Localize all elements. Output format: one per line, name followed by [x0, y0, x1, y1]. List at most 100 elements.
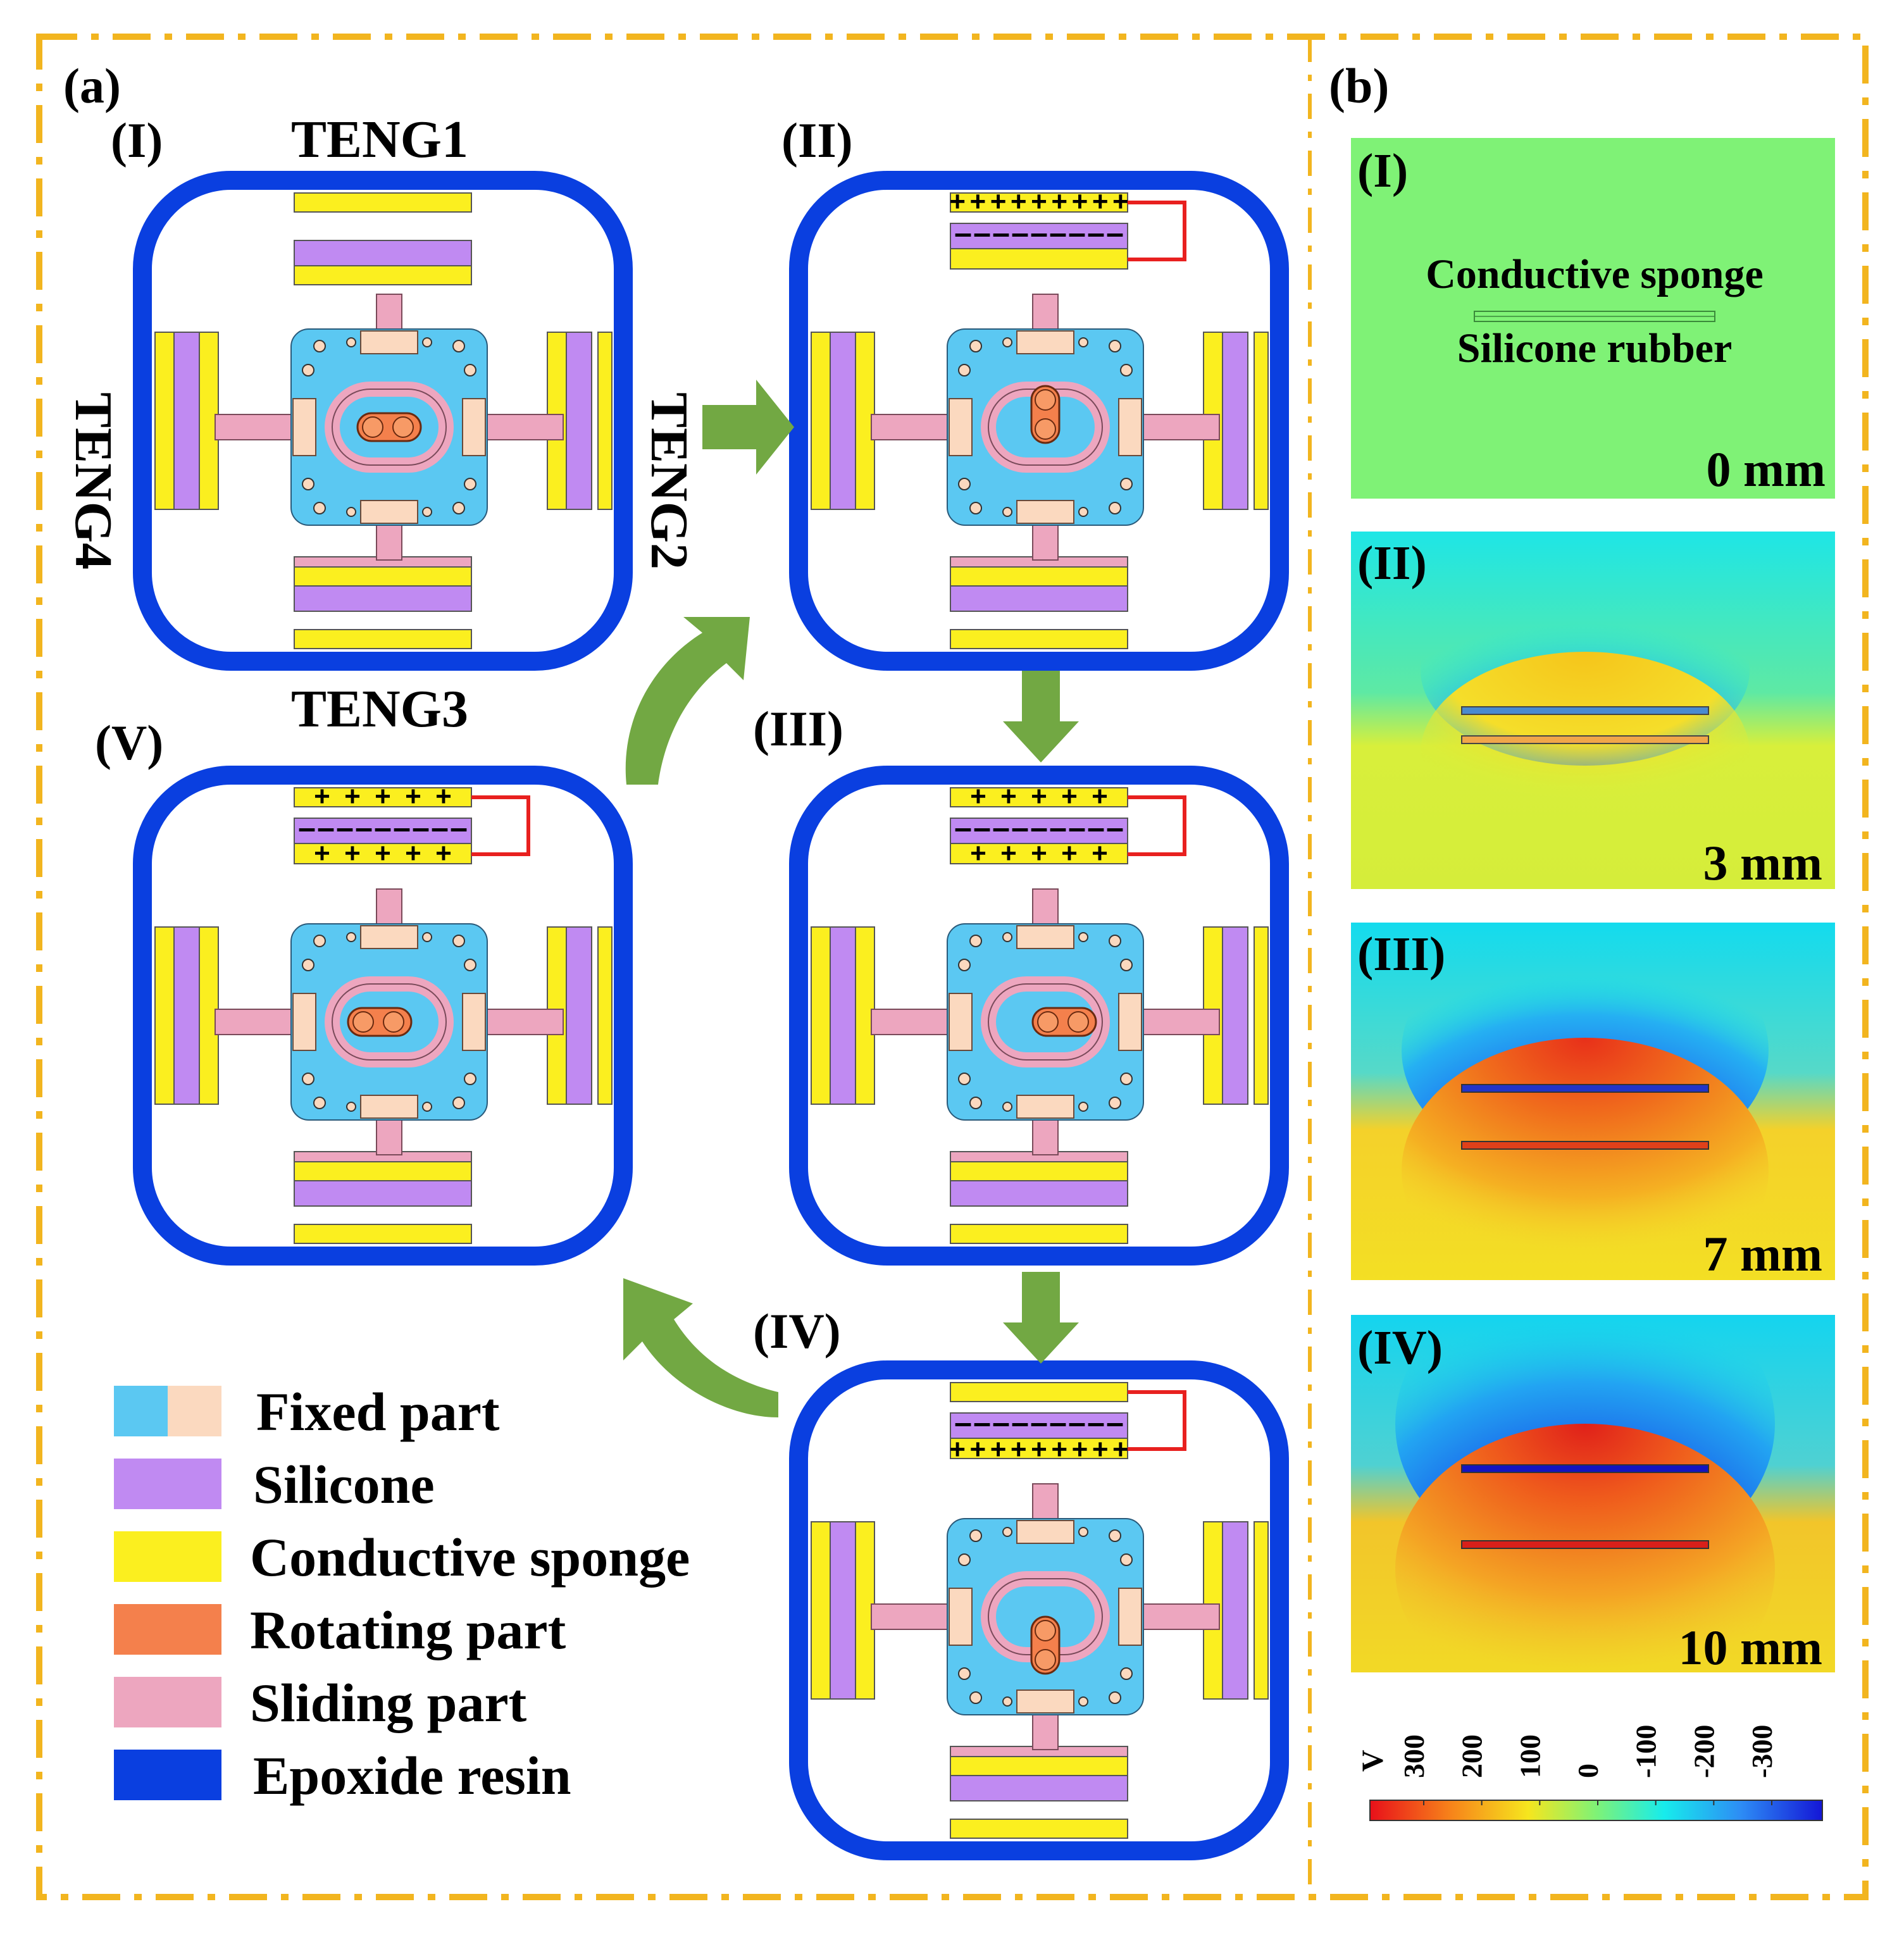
positive-charge: +: [1031, 838, 1047, 869]
teng4-inner-sponge: [855, 926, 875, 1105]
flow-arrows: [623, 380, 1079, 1417]
positive-charge: +: [405, 838, 421, 869]
negative-charge: –: [1068, 1405, 1086, 1440]
teng1-label: TENG1: [291, 110, 468, 169]
negative-charge: –: [954, 810, 972, 845]
stage-IV-label: (IV): [753, 1303, 841, 1359]
legend-fixed-part: Fixed part: [114, 1381, 500, 1442]
teng3-inner-sponge: [950, 1756, 1128, 1776]
legend-sliding: Sliding part: [114, 1672, 527, 1733]
colorbar-unit: V: [1356, 1750, 1390, 1772]
positive-charge: +: [1112, 186, 1129, 217]
negative-charge: –: [450, 810, 468, 845]
negative-charge: –: [317, 810, 335, 845]
positive-charge: +: [970, 781, 986, 812]
external-circuit-wire: [1128, 795, 1186, 856]
positive-charge: +: [1000, 838, 1017, 869]
sim-III: (III) 7 mm: [1351, 923, 1835, 1303]
positive-charge: +: [1031, 781, 1047, 812]
negative-charge: –: [1030, 215, 1048, 251]
rotating-part: [347, 1007, 413, 1037]
teng1-silicone: [294, 240, 472, 266]
rotating-part: [356, 412, 422, 442]
rotating-part: [1030, 385, 1061, 444]
positive-charge: +: [1092, 186, 1109, 217]
stage-III-label: (III): [753, 701, 843, 756]
panel-a-label: (a): [63, 58, 121, 113]
teng1-outer-sponge: [950, 787, 1128, 807]
sim-I-silicone-label: Silicone rubber: [1457, 325, 1733, 371]
negative-charge: –: [412, 810, 430, 845]
legend-silicone-label: Silicone: [253, 1454, 435, 1515]
teng3-silicone: [950, 585, 1128, 612]
teng2-silicone: [1222, 926, 1248, 1105]
negative-charge: –: [393, 810, 411, 845]
positive-charge: +: [1051, 186, 1067, 217]
negative-charge: –: [1049, 810, 1067, 845]
positive-charge: +: [344, 781, 361, 812]
negative-charge: –: [355, 810, 373, 845]
positive-charge: +: [1072, 186, 1088, 217]
device-stage-II: –––––––––+++++++++: [789, 171, 1289, 671]
teng-devices: –––––––––+++++++++–––––––––++++++++++–––…: [133, 171, 1289, 1860]
negative-charge: –: [431, 810, 449, 845]
negative-charge: –: [1087, 810, 1105, 845]
negative-charge: –: [973, 215, 991, 251]
positive-charge: +: [1061, 838, 1078, 869]
teng4-silicone: [173, 332, 200, 510]
negative-charge: –: [1011, 1405, 1029, 1440]
teng3-silicone: [294, 1180, 472, 1207]
teng1-inner-sponge: [294, 843, 472, 864]
teng3-inner-sponge: [294, 566, 472, 587]
positive-charge: +: [1031, 1434, 1047, 1465]
positive-charge: +: [969, 1434, 986, 1465]
legend: Fixed part Silicone Conductive sponge Ro…: [114, 1381, 690, 1806]
sim-IV-distance: 10 mm: [1679, 1620, 1822, 1675]
external-circuit-wire: [471, 795, 530, 856]
positive-charge: +: [1051, 1434, 1067, 1465]
negative-charge: –: [992, 215, 1010, 251]
negative-charge: –: [954, 1405, 972, 1440]
colorbar-tick-label: -200: [1688, 1725, 1720, 1778]
external-circuit-wire: [1128, 1390, 1186, 1451]
negative-charge: –: [973, 1405, 991, 1440]
negative-charge: –: [1087, 1405, 1105, 1440]
teng2-outer-sponge: [1254, 1521, 1269, 1700]
negative-charge: –: [298, 810, 316, 845]
sim-I: (I) Conductive sponge Silicone rubber 0 …: [1351, 138, 1835, 499]
legend-rotating: Rotating part: [114, 1600, 566, 1660]
outer-frame: [36, 34, 1869, 1900]
stage-I-label: (I): [111, 113, 163, 168]
teng1-outer-sponge: [294, 192, 472, 213]
positive-charge: +: [1000, 781, 1017, 812]
negative-charge: –: [374, 810, 392, 845]
colorbar-gradient: [1369, 1800, 1823, 1821]
sim-III-distance: 7 mm: [1703, 1226, 1822, 1281]
negative-charge: –: [1011, 810, 1029, 845]
negative-charge: –: [1030, 810, 1048, 845]
teng3-outer-sponge: [294, 629, 472, 649]
legend-sliding-label: Sliding part: [250, 1672, 527, 1733]
sim-II-label: (II): [1357, 537, 1427, 590]
colorbar-tick-label: -300: [1746, 1725, 1778, 1778]
positive-charge: +: [405, 781, 421, 812]
positive-charge: +: [1072, 1434, 1088, 1465]
arrow-I-to-II: [702, 380, 794, 475]
positive-charge: +: [1092, 781, 1108, 812]
teng3-outer-sponge: [950, 1224, 1128, 1244]
teng4-silicone: [830, 1521, 856, 1700]
teng4-silicone: [830, 926, 856, 1105]
teng1-silicone: [950, 223, 1128, 249]
teng4-outer-sponge: [811, 926, 831, 1105]
legend-sponge-label: Conductive sponge: [250, 1527, 690, 1588]
positive-charge: +: [435, 838, 452, 869]
teng3-label: TENG3: [291, 680, 468, 738]
stage-II-label: (II): [781, 113, 853, 168]
sim-IV-label: (IV): [1357, 1321, 1443, 1374]
teng2-silicone: [1222, 1521, 1248, 1700]
colorbar-tick-label: 100: [1514, 1734, 1546, 1778]
stage-V-label: (V): [95, 715, 163, 770]
teng4-silicone: [173, 926, 200, 1105]
positive-charge: +: [375, 781, 391, 812]
